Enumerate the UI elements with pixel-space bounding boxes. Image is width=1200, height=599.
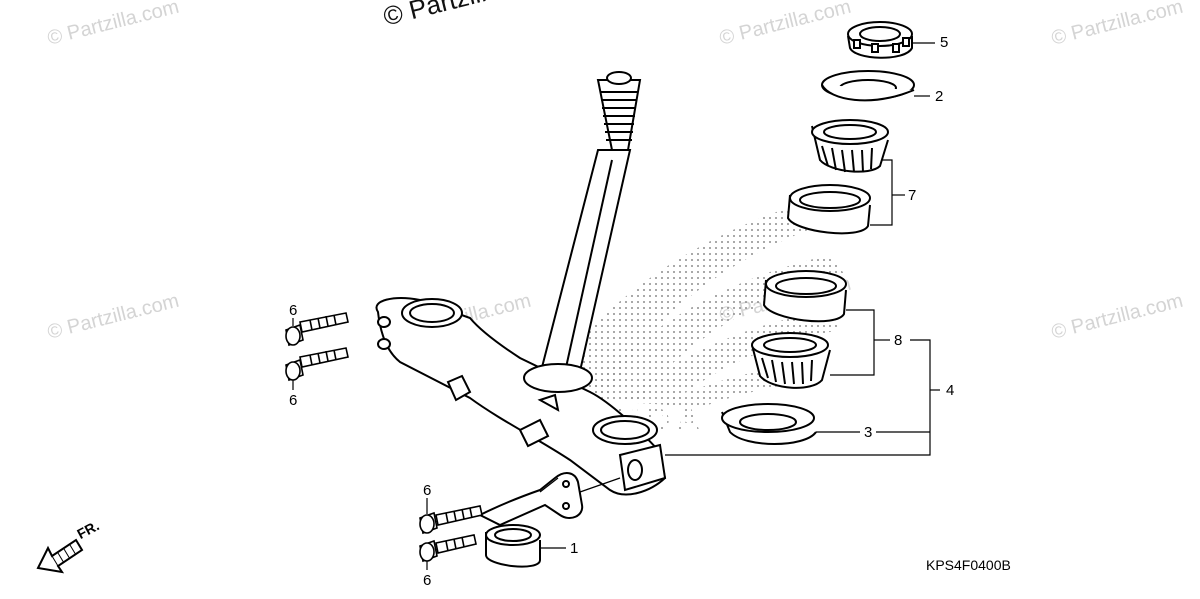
callout-6: 6 [423,482,432,499]
callout-3: 3 [864,424,873,441]
callout-8: 8 [894,332,903,349]
callout-2: 2 [935,88,944,105]
part-5-stem-nut [847,21,913,59]
callout-6: 6 [289,302,298,319]
bracket-plate [477,472,584,527]
part-2-dust-seal [821,70,915,102]
front-direction-arrow-icon [36,538,84,574]
callout-1: 1 [570,540,579,557]
part-8-bearing-race [762,270,847,323]
steering-stem [538,71,642,382]
steering-stem-bridge [375,297,667,496]
part-7-tapered-roller-bearing [811,119,889,173]
callout-6: 6 [423,572,432,589]
part-1-collar [485,524,541,568]
callout-7: 7 [908,187,917,204]
callout-6: 6 [289,392,298,409]
part-7-bearing-race [786,184,871,235]
leader-lines [292,42,940,570]
callout-5: 5 [940,34,949,51]
part-3-dust-seal [721,403,817,445]
callout-4: 4 [946,382,955,399]
part-8-tapered-roller-bearing [751,332,831,389]
bolt-6-lower-bottom [419,534,477,563]
bolt-6-upper-bottom [419,505,483,535]
bolt-6-lower-left [285,347,349,382]
diagram-code: KPS4F0400B [926,557,1011,573]
bolt-6-upper-left [285,312,349,347]
